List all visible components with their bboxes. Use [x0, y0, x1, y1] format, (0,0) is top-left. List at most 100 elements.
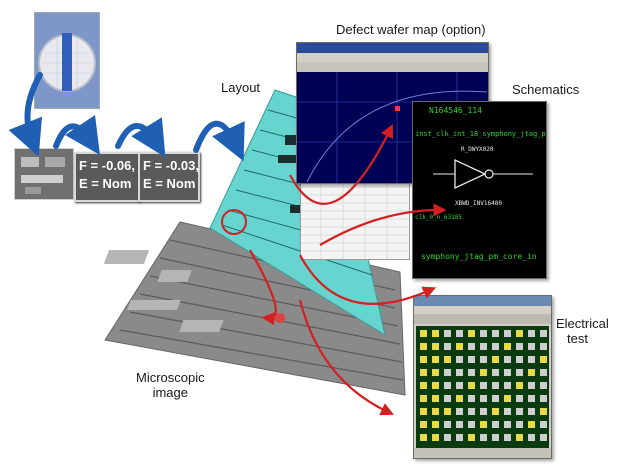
label-microscopic-image: Microscopic image — [136, 370, 205, 400]
test-cell — [468, 395, 475, 402]
test-cell — [420, 369, 427, 376]
test-cell — [528, 421, 535, 428]
electrical-test-titlebar — [414, 296, 551, 306]
test-cell — [540, 421, 547, 428]
red-arrow-electrical — [299, 254, 437, 305]
label-electrical-test: Electrical test — [556, 316, 609, 346]
test-cell — [456, 369, 463, 376]
test-cell — [516, 382, 523, 389]
test-cell — [444, 382, 451, 389]
schematic-net-mid: inst_clk_int_18_symphony_jtag_p — [415, 130, 546, 138]
label-electrical-test-line1: Electrical — [556, 316, 609, 331]
test-cell — [420, 330, 427, 337]
test-cell — [444, 434, 451, 441]
electrical-test-toolbar — [414, 314, 551, 324]
test-cell — [432, 330, 439, 337]
test-cell — [468, 330, 475, 337]
test-cell — [432, 356, 439, 363]
test-cell — [468, 356, 475, 363]
label-schematics: Schematics — [512, 82, 580, 97]
test-cell — [420, 395, 427, 402]
electrical-test-grid — [416, 326, 549, 448]
test-cell — [420, 343, 427, 350]
test-cell — [492, 434, 499, 441]
schematic-window: N164546_114 inst_clk_int_18_symphony_jta… — [412, 101, 547, 279]
test-cell — [480, 421, 487, 428]
wafer-map-titlebar — [297, 43, 488, 53]
blue-arrow-2 — [53, 115, 100, 155]
test-cell — [456, 330, 463, 337]
red-arrow-wafer — [289, 124, 393, 205]
label-electrical-test-line2: test — [567, 331, 588, 346]
test-cell — [540, 395, 547, 402]
microscopic-defect-dot — [275, 313, 285, 323]
schematic-net-bottom: symphony_jtag_pm_core_in — [421, 252, 537, 261]
blue-arrow-4 — [193, 120, 245, 162]
test-cell — [528, 343, 535, 350]
test-cell — [456, 343, 463, 350]
test-cell — [468, 434, 475, 441]
red-arrow-microscopic — [249, 249, 277, 326]
blue-arrow-3 — [115, 117, 166, 158]
fault-box-1-e: E = Nom — [79, 176, 132, 191]
test-cell — [528, 356, 535, 363]
test-cell — [516, 369, 523, 376]
test-cell — [432, 343, 439, 350]
test-cell — [528, 330, 535, 337]
test-cell — [456, 421, 463, 428]
test-cell — [432, 434, 439, 441]
test-cell — [540, 369, 547, 376]
test-cell — [516, 330, 523, 337]
test-cell — [504, 343, 511, 350]
test-cell — [516, 434, 523, 441]
test-cell — [468, 382, 475, 389]
test-cell — [480, 434, 487, 441]
red-arrow-bottom — [298, 299, 394, 416]
electrical-test-statusbar — [414, 448, 551, 458]
test-cell — [540, 356, 547, 363]
test-cell — [540, 434, 547, 441]
test-cell — [420, 434, 427, 441]
blue-arrow-1 — [8, 72, 43, 157]
test-cell — [444, 421, 451, 428]
test-cell — [492, 395, 499, 402]
test-cell — [432, 421, 439, 428]
test-cell — [480, 356, 487, 363]
test-cell — [504, 369, 511, 376]
test-cell — [444, 330, 451, 337]
label-defect-wafer-map: Defect wafer map (option) — [336, 22, 486, 37]
layout-defect-circle — [221, 209, 247, 235]
test-cell — [432, 408, 439, 415]
fault-box-2: F = -0.03, E = Nom — [138, 152, 200, 202]
wafer-map-menubar — [297, 53, 488, 62]
test-cell — [504, 421, 511, 428]
test-cell — [444, 395, 451, 402]
test-cell — [456, 382, 463, 389]
test-cell — [432, 382, 439, 389]
test-cell — [516, 408, 523, 415]
test-cell — [492, 369, 499, 376]
test-cell — [540, 408, 547, 415]
test-cell — [444, 356, 451, 363]
test-cell — [528, 369, 535, 376]
test-cell — [420, 382, 427, 389]
test-cell — [480, 408, 487, 415]
test-cell — [444, 408, 451, 415]
test-cell — [528, 434, 535, 441]
label-layout: Layout — [221, 80, 261, 95]
schematic-net-side: clk_0_n_63185 — [415, 214, 462, 221]
test-cell — [480, 395, 487, 402]
schematic-gate-top: R_DWYX020 — [461, 146, 494, 153]
test-cell — [504, 408, 511, 415]
test-cell — [480, 369, 487, 376]
test-cell — [480, 343, 487, 350]
wafer-icon-panel — [34, 12, 100, 109]
test-cell — [528, 408, 535, 415]
inverter-symbol-icon — [433, 158, 533, 190]
test-cell — [456, 434, 463, 441]
test-cell — [504, 382, 511, 389]
schematic-net-top: N164546_114 — [429, 106, 482, 115]
data-table — [300, 178, 410, 260]
fault-box-1-f: F = -0.06, — [79, 158, 135, 173]
